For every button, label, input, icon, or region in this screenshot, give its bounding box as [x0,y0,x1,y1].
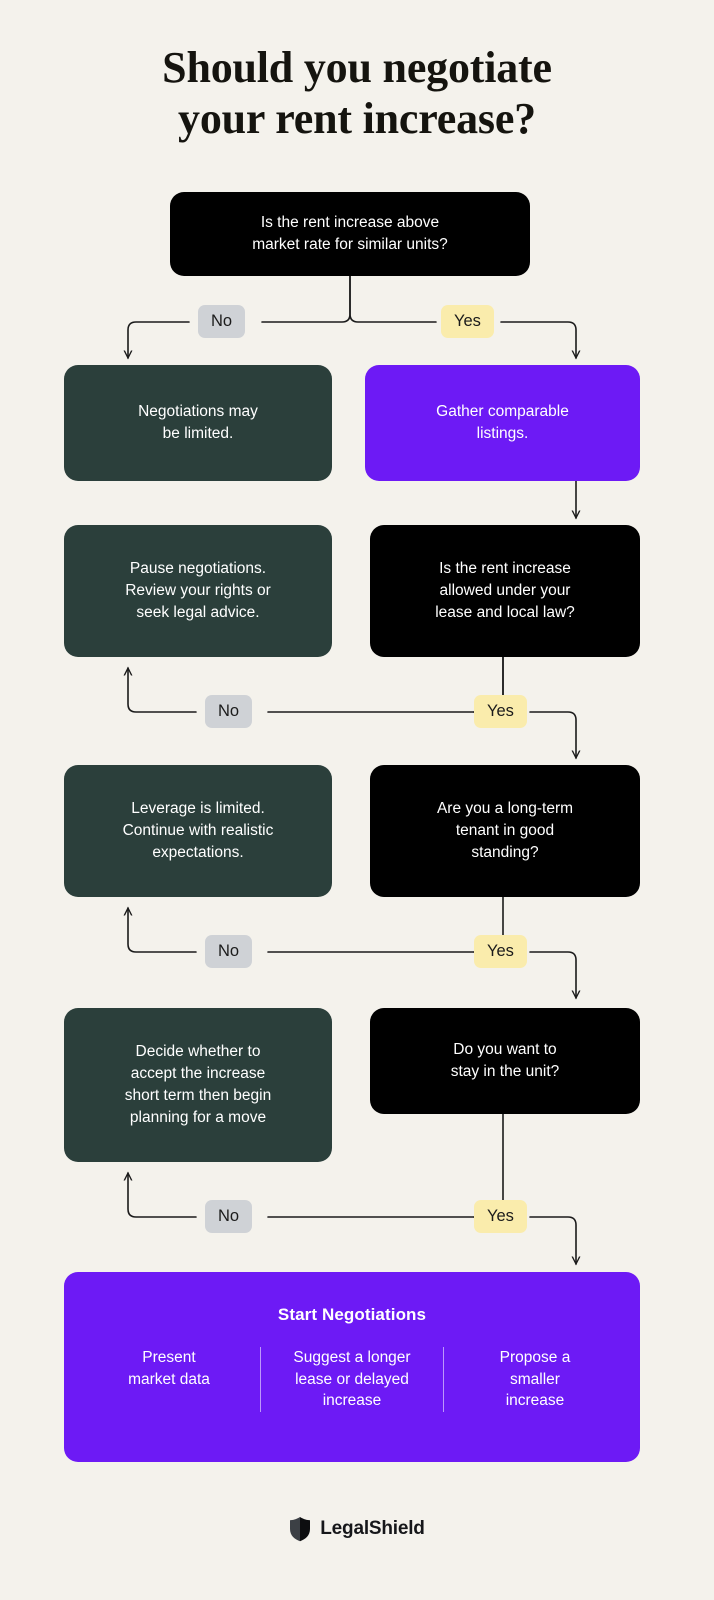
branch-chip-no-1[interactable]: No [198,305,246,338]
cta-heading: Start Negotiations [277,1305,427,1324]
branch-chip-yes-3-label: Yes [487,942,514,960]
branch-chip-no-2-label: No [218,702,240,720]
node-question-4-text: Do you want to stay in the unit? [450,1041,560,1080]
edge-q4-yes-arrow [529,1216,576,1264]
cta-column-2: Suggest a longer lease or delayed increa… [260,1347,443,1413]
node-question-4[interactable]: Do you want to stay in the unit? [370,1008,640,1114]
node-outcome-2[interactable]: Pause negotiations. Review your rights o… [64,525,332,657]
node-outcome-3-text: Leverage is limited. Continue with reali… [122,800,274,861]
start-negotiations-panel[interactable]: Start Negotiations Present market data S… [64,1272,640,1462]
brand-name: LegalShield [320,1518,425,1539]
branch-chip-no-4-label: No [218,1207,240,1225]
footer-brand: LegalShield [0,1516,714,1542]
branch-chip-yes-2[interactable]: Yes [474,695,527,728]
edge-q2-yes-arrow [529,711,576,758]
edge-q3-no-arrow [128,908,197,953]
node-question-3[interactable]: Are you a long-term tenant in good stand… [370,765,640,897]
cta-columns: Present market data Suggest a longer lea… [64,1347,640,1413]
node-outcome-1-text: Negotiations may be limited. [138,403,258,442]
node-question-2-text: Is the rent increase allowed under your … [435,560,575,621]
branch-chip-yes-1-label: Yes [454,312,481,330]
node-outcome-1[interactable]: Negotiations may be limited. [64,365,332,481]
branch-chip-no-3[interactable]: No [205,935,253,968]
edge-q1-no-arrow [128,321,190,358]
edge-q1-yes-arrow [500,321,576,358]
node-outcome-3[interactable]: Leverage is limited. Continue with reali… [64,765,332,897]
node-outcome-4[interactable]: Decide whether to accept the increase sh… [64,1008,332,1162]
branch-chip-yes-1[interactable]: Yes [441,305,494,338]
branch-chip-no-3-label: No [218,942,240,960]
edge-q3-yes-arrow [529,951,576,998]
edge-q4-no-arrow [128,1173,197,1218]
node-question-1[interactable]: Is the rent increase above market rate f… [170,192,530,276]
cta-column-3: Propose a smaller increase [443,1347,626,1413]
edge-q2-no [267,653,504,713]
node-outcome-2-text: Pause negotiations. Review your rights o… [125,560,271,621]
node-question-1-text: Is the rent increase above market rate f… [252,214,448,253]
edge-q3-no [267,894,504,953]
branch-chip-yes-3[interactable]: Yes [474,935,527,968]
cta-column-1: Present market data [128,1349,210,1388]
node-question-3-text: Are you a long-term tenant in good stand… [436,800,574,861]
node-outcome-4-text: Decide whether to accept the increase sh… [124,1043,272,1126]
node-action-1[interactable]: Gather comparable listings. [365,365,640,481]
edge-q1-yes [349,274,437,323]
branch-chip-no-1-label: No [211,312,233,330]
page-title: Should you negotiate your rent increase? [162,43,552,144]
branch-chip-yes-2-label: Yes [487,702,514,720]
edge-q1-no [261,274,351,323]
node-question-2[interactable]: Is the rent increase allowed under your … [370,525,640,657]
node-action-1-text: Gather comparable listings. [436,403,569,442]
shield-icon [289,1516,311,1542]
branch-chip-yes-4-label: Yes [487,1207,514,1225]
edge-q2-no-arrow [128,668,197,713]
branch-chip-yes-4[interactable]: Yes [474,1200,527,1233]
branch-chip-no-4[interactable]: No [205,1200,253,1233]
branch-chip-no-2[interactable]: No [205,695,253,728]
